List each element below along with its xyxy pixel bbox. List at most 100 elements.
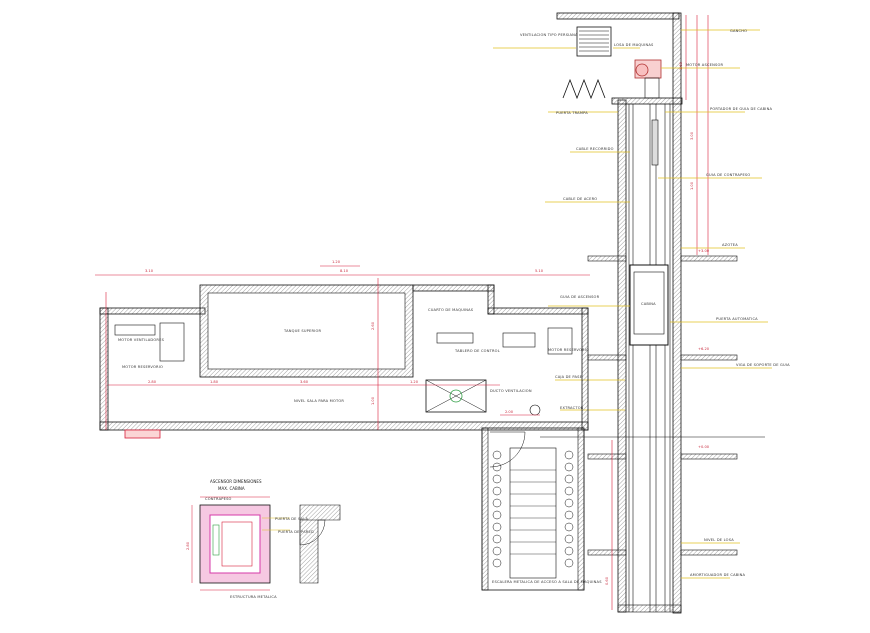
label-ventilacion: VENTILACION TIPO PERSIANA [520,33,578,37]
detail-cabin-inner [221,521,253,567]
label-nivel-maq: NIVEL SALA PARA MOTOR [294,399,344,403]
shaft-right-wall [672,12,682,614]
dim-low-1: 2.80 [148,380,157,384]
label-guia-contrapeso: GUIA DE CONTRAPESO [706,173,750,177]
stair-door-swing [489,431,526,468]
level-1: +3.00 [698,249,710,253]
plan-top-wall-left [99,307,206,315]
stair-plan: ESCALERA METALICA DE ACCESO A SALA DE MA… [481,427,602,591]
detail-leaders [262,517,290,531]
stair-wall-r [577,427,585,591]
stair-wall-l [481,427,489,591]
detail-counterweight [212,524,220,556]
leader-lines-right [658,29,772,579]
plan-dimensions [95,265,590,430]
motor-icon [634,59,662,99]
elevator-section: CABINA 1.60 3.00 1.00 0.60 +3.00 +6.20 +… [493,12,790,614]
cabin [629,264,669,346]
label-viga: VIGA DE SOPORTE DE GUIA [736,363,790,367]
tank-inner [207,292,406,370]
dim-wall-h: 1.00 [371,396,375,405]
label-caja: CAJA DE PASE [555,375,583,379]
dim-v-low: 1.00 [690,181,694,190]
detail-dims [191,496,270,591]
label-guia-ascensor: GUIA DE ASCENSOR [560,295,600,299]
trap-door-symbol [562,78,606,100]
dim-low-3: 3.60 [300,380,309,384]
label-tablero: TABLERO DE CONTROL [454,349,500,353]
detail-door [299,519,326,546]
fan-icon [529,404,541,416]
label-contrapeso: CONTRAPESO [205,497,232,501]
dim-small-2: 2.00 [505,410,514,414]
louver-vent [576,26,612,57]
guide-rails [628,104,671,612]
red-pad [124,429,161,439]
detail-wall [299,504,341,584]
label-estructura: ESTRUCTURA METALICA [230,595,277,599]
dim-low-4: 1.20 [410,380,419,384]
plan-top-wall-right [487,307,589,315]
level-3: +0.00 [698,445,710,449]
stair-treads-left [492,450,502,568]
label-escalera: ESCALERA METALICA DE ACCESO A SALA DE MA… [492,580,602,584]
dim-pit: 0.60 [605,576,609,585]
equip-left [114,324,156,336]
plan-bottom-wall [99,421,589,431]
floor-slabs [587,255,738,556]
equip-right [502,332,536,348]
stair-inner [509,447,557,579]
label-motor-reserv: MOTOR RESERVORIO [122,365,163,369]
stair-treads-right [564,450,574,568]
dim-top-small: 1.20 [332,260,341,264]
label-puerta-sala: PUERTA DE SALA [275,517,308,521]
pit-bottom [617,604,682,613]
counterweight [651,119,659,166]
level-2: +6.20 [698,347,710,351]
stair-steps [510,469,556,555]
extractor-icon [449,389,463,403]
elevator-detail: ASCENSOR DIMENSIONES MAX. CABINA 2.80 CO… [186,479,341,599]
label-motor-res2: MOTOR RESERVORIO [548,348,589,352]
equip-cross-b [425,379,487,413]
cabin-inner [633,271,665,335]
dim-left-span: 3.10 [145,269,154,273]
label-motor-vent: MOTOR VENTILADORES [118,338,165,342]
label-gancho: GANCHO [730,29,747,33]
equip-right-2 [547,327,573,355]
cabin-label: CABINA [641,302,656,306]
dim-low-2: 1.80 [210,380,219,384]
dim-detail-h: 2.80 [186,541,190,550]
leader-lines [493,47,640,411]
label-extractor: EXTRACTOR [560,406,584,410]
equip-mid [436,332,474,344]
dim-right-span: 5.10 [535,269,544,273]
dim-v-mid: 3.00 [690,131,694,140]
plan-right-wall [581,307,589,431]
machine-room-wall-r [487,284,495,315]
label-motor-maq: CUARTO DE MAQUINAS [428,308,474,312]
equip-left-2 [159,322,185,362]
label-puerta-auto: PUERTA AUTOMATICA [716,317,758,321]
label-azotea: AZOTEA [722,243,738,247]
machine-room-floor [611,97,683,105]
machine-room-wall [412,284,495,292]
label-puerta-trampa: PUERTA TRAMPA [556,111,588,115]
dim-total: 8.10 [340,269,349,273]
label-cable-acero: CABLE DE ACERO [563,197,597,201]
label-max-cabina: MAX. CABINA [218,486,245,491]
label-losa: LOSA DE MAQUINAS [614,43,654,47]
dim-v-top: 1.60 [679,61,683,70]
label-asc-dim: ASCENSOR DIMENSIONES [210,479,262,484]
section-dimensions [611,15,709,610]
label-portador: PORTADOR DE GUIA DE CABINA [710,107,772,111]
dim-room-h: 2.60 [371,321,375,330]
label-nivel-losa: NIVEL DE LOSA [704,538,734,542]
top-slab [556,12,680,20]
label-amortiguador: AMORTIGUADOR DE CABINA [690,573,746,577]
label-motor-ascensor: MOTOR ASCENSOR [686,63,724,67]
plan-left-wall [99,307,109,431]
louver-slats [579,30,609,52]
label-cable-recorrido: CABLE RECORRIDO [576,147,614,151]
